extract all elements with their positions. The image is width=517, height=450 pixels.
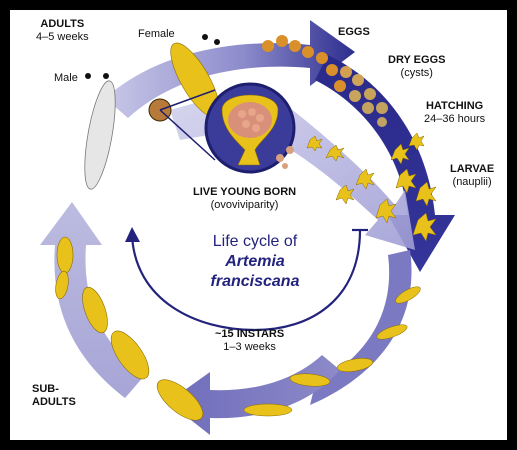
larvae-group <box>306 132 437 242</box>
dry-eggs-sub: (cysts) <box>400 67 433 79</box>
title-line2: Artemia <box>225 253 285 270</box>
eggs-label: EGGS <box>338 26 370 39</box>
live-young-label: LIVE YOUNG BORN (ovoviviparity) <box>193 186 296 212</box>
brood-sac-zoom <box>159 82 296 174</box>
subadults-line2: ADULTS <box>32 396 76 408</box>
subadults-line1: SUB- <box>32 383 59 395</box>
adults-title: ADULTS <box>40 18 85 30</box>
eggs-cluster <box>262 35 388 127</box>
larvae-title: LARVAE <box>450 163 495 175</box>
live-young-title: LIVE YOUNG BORN <box>193 186 297 198</box>
instars-duration: 1–3 weeks <box>223 341 276 353</box>
male-adult <box>84 73 116 190</box>
inner-cycle-arrow <box>130 229 362 332</box>
dry-eggs-label: DRY EGGS (cysts) <box>388 54 445 80</box>
instars-title: ~15 INSTARS <box>215 328 285 340</box>
larvae-sub: (nauplii) <box>452 176 492 188</box>
live-young-sub: (ovoviviparity) <box>210 199 279 211</box>
subadults-label: SUB- ADULTS <box>32 383 76 409</box>
larvae-label: LARVAE (nauplii) <box>450 163 494 189</box>
instars-label: ~15 INSTARS 1–3 weeks <box>215 328 284 354</box>
hatching-label: HATCHING 24–36 hours <box>424 100 485 126</box>
adults-duration: 4–5 weeks <box>36 31 89 43</box>
title-line1: Life cycle of <box>212 233 298 250</box>
female-label: Female <box>138 28 175 40</box>
eggs-title: EGGS <box>338 26 370 38</box>
adults-label: ADULTS 4–5 weeks <box>36 18 89 44</box>
ring-segment-right <box>315 55 455 272</box>
hatching-title: HATCHING <box>425 100 484 112</box>
title-line3: franciscana <box>210 273 300 290</box>
life-cycle-diagram <box>40 20 455 435</box>
subadults-group <box>55 236 204 421</box>
hatching-duration: 24–36 hours <box>424 113 486 125</box>
inner-arrow-head <box>125 227 140 242</box>
instars-group <box>243 286 421 417</box>
male-label: Male <box>54 72 78 84</box>
diagram-frame: ADULTS 4–5 weeks Female Male EGGS DRY EG… <box>10 10 507 440</box>
diagram-title: Life cycle of Artemia franciscana <box>170 232 340 292</box>
dry-eggs-title: DRY EGGS <box>388 54 446 66</box>
